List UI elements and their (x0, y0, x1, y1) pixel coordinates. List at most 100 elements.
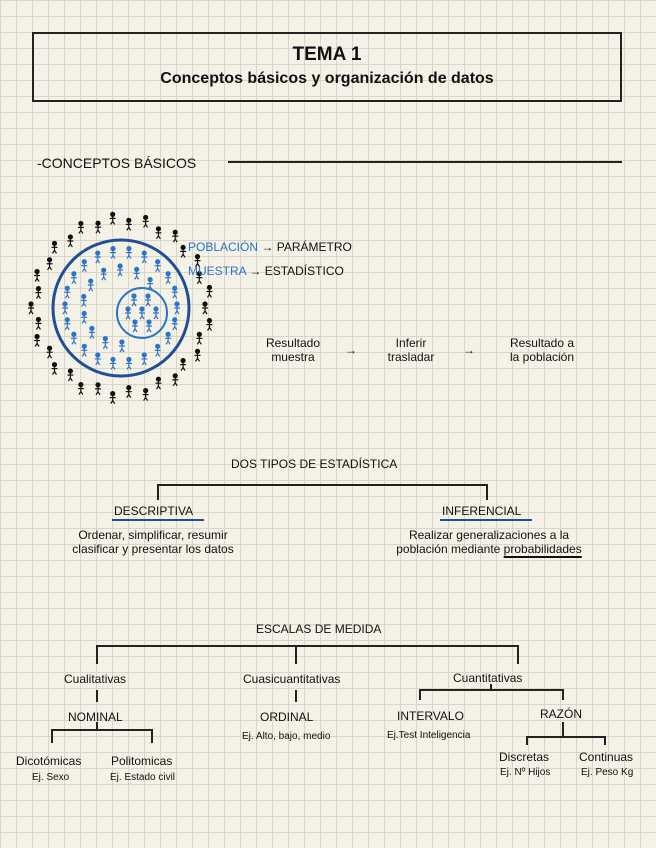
flow-step-3-line2: la población (509, 350, 575, 364)
cuasicuantitativas-label: Cuasicuantitativas (243, 672, 341, 686)
cualitativas-bracket (51, 729, 153, 743)
person-outer-icon (155, 376, 162, 390)
person-outer-icon (196, 331, 203, 345)
person-outer-icon (142, 387, 149, 401)
inferencial-desc-line1: Realizar generalizaciones a la (408, 528, 570, 542)
person-outer-icon (125, 385, 132, 398)
person-outer-icon (35, 316, 42, 330)
person-population-icon (165, 331, 172, 345)
page-subtitle: Conceptos básicos y organización de dato… (160, 70, 494, 87)
inferencial-desc-prefix: población mediante (396, 542, 504, 556)
person-outer-icon (67, 368, 74, 382)
cuantitativas-bracket (419, 689, 564, 700)
razon-label: RAZÓN (540, 707, 582, 721)
types-bracket (157, 484, 488, 500)
person-outer-icon (109, 211, 116, 225)
muestra-line: MUESTRA → ESTADÍSTICO (188, 264, 344, 278)
person-population-icon (70, 271, 77, 285)
person-population-icon (165, 271, 172, 285)
person-outer-icon (206, 284, 213, 298)
discretas-example: Ej. Nº Hijos (500, 767, 551, 778)
person-outer-icon (67, 234, 74, 248)
person-outer-icon (46, 257, 53, 271)
flow-arrow-1: → (345, 343, 357, 357)
person-population-icon (102, 336, 109, 349)
person-outer-icon (95, 382, 102, 396)
person-population-icon (141, 352, 148, 366)
person-outer-icon (51, 240, 58, 254)
flow-arrow-2: → (463, 343, 475, 357)
person-outer-icon (142, 214, 149, 228)
person-sample-icon (139, 306, 145, 320)
people-figures (28, 211, 213, 404)
discretas-label: Discretas (499, 750, 550, 764)
outer-population-ring (51, 238, 191, 378)
inner-sample-ring (116, 287, 168, 339)
flow-step-2-line1: Inferir (395, 336, 427, 350)
person-population-icon (110, 245, 117, 259)
person-population-icon (117, 263, 124, 277)
continuas-example: Ej. Peso Kg (581, 767, 634, 778)
razon-bracket (526, 736, 606, 745)
ordinal-label: ORDINAL (260, 710, 314, 724)
dicotomicas-example: Ej. Sexo (32, 772, 70, 783)
person-population-icon (133, 266, 140, 280)
person-outer-icon (34, 268, 41, 282)
person-population-icon (147, 276, 154, 290)
person-population-icon (88, 325, 95, 339)
person-outer-icon (125, 217, 132, 231)
person-outer-icon (180, 244, 187, 258)
person-sample-icon (132, 319, 138, 333)
person-outer-icon (206, 317, 213, 331)
title-box: TEMA 1 Conceptos básicos y organización … (32, 32, 622, 102)
person-outer-icon (194, 254, 201, 267)
flow-step-2-line2: trasladar (387, 350, 435, 364)
person-population-icon (70, 331, 77, 345)
person-outer-icon (51, 362, 58, 375)
page-title: TEMA 1 (292, 44, 362, 65)
person-population-icon (64, 285, 71, 299)
person-outer-icon (95, 220, 102, 234)
politomicas-example: Ej. Estado civil (110, 772, 176, 783)
descriptiva-label: DESCRIPTIVA (114, 504, 194, 518)
person-population-icon (110, 356, 117, 370)
descriptiva-desc: Ordenar, simplificar, resumir clasificar… (53, 528, 253, 556)
person-population-icon (87, 278, 94, 292)
person-sample-icon (125, 306, 131, 320)
inferencial-label: INFERENCIAL (442, 504, 522, 518)
flow-step-1-line1: Resultado (265, 336, 321, 350)
person-outer-icon (34, 333, 41, 347)
person-population-icon (81, 259, 88, 273)
types-heading: DOS TIPOS DE ESTADÍSTICA (231, 457, 398, 471)
person-outer-icon (77, 381, 84, 395)
flow-step-1: Resultado muestra (255, 336, 331, 364)
parametro-label: → PARÁMETRO (261, 240, 352, 254)
person-outer-icon (202, 301, 208, 315)
person-population-icon (174, 301, 180, 315)
cualitativas-label: Cualitativas (64, 672, 127, 686)
ordinal-example: Ej. Alto, bajo, medio (242, 731, 331, 742)
person-outer-icon (77, 220, 84, 234)
flow-step-2: Inferir trasladar (373, 336, 449, 364)
intervalo-label: INTERVALO (397, 709, 464, 723)
person-outer-icon (46, 345, 53, 359)
person-population-icon (171, 285, 178, 299)
politomicas-label: Politomicas (111, 754, 173, 768)
muestra-label: MUESTRA (188, 264, 247, 278)
flow-step-3-line1: Resultado a (509, 336, 575, 350)
person-population-icon (64, 317, 71, 331)
person-outer-icon (172, 373, 179, 387)
continuas-label: Continuas (579, 750, 634, 764)
person-population-icon (81, 343, 88, 357)
probabilidades-emphasis: probabilidades (503, 542, 582, 556)
nominal-label: NOMINAL (68, 710, 123, 724)
person-population-icon (154, 343, 161, 357)
section-heading: -CONCEPTOS BÁSICOS (37, 155, 197, 171)
flow-step-1-line2: muestra (271, 350, 315, 364)
person-sample-icon (145, 293, 151, 307)
person-population-icon (154, 259, 161, 273)
person-sample-icon (153, 306, 159, 320)
estadistico-label: → ESTADÍSTICO (249, 264, 344, 278)
person-population-icon (100, 267, 107, 281)
